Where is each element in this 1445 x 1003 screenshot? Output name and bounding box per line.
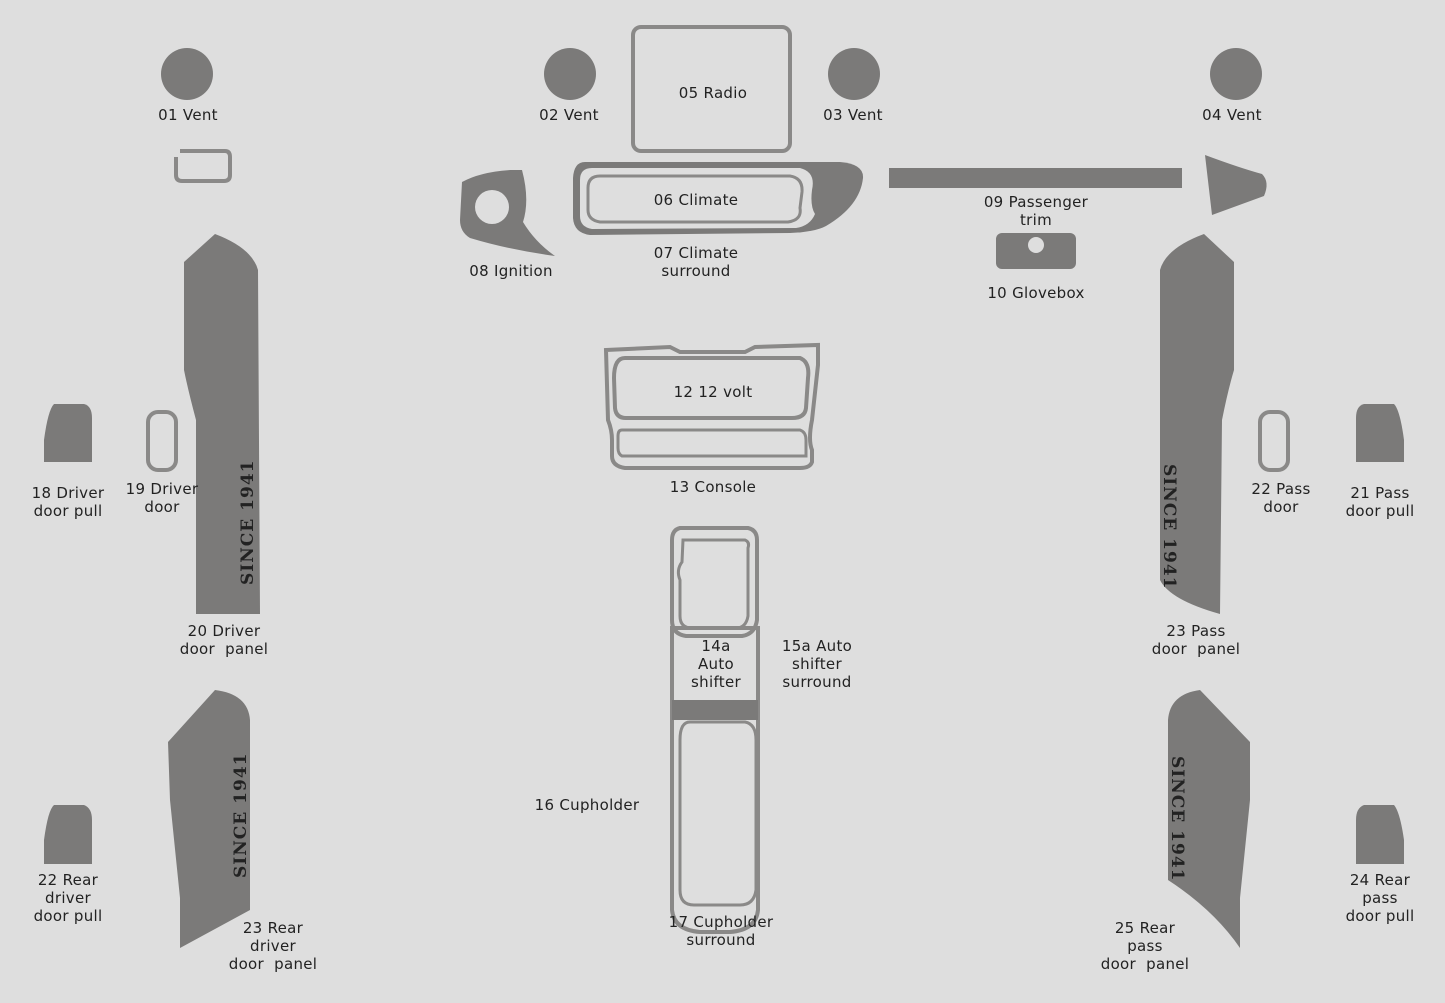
passenger-trim-shape	[889, 168, 1182, 188]
ignition-hole	[475, 190, 509, 224]
auto-shifter-surround-shape	[670, 526, 759, 638]
console-shape	[603, 342, 820, 470]
cupholder-surround-shape	[670, 626, 760, 934]
label-22-rear-driver-door-pull: 22 Rear driver door pull	[33, 871, 103, 925]
label-01-vent: 01 Vent	[158, 106, 218, 124]
driver-door-panel-shape	[184, 234, 260, 614]
climate-panel-shape	[580, 168, 815, 229]
label-04-vent: 04 Vent	[1202, 106, 1262, 124]
cupholder-inner-shape	[678, 720, 758, 907]
vent-trim-shape	[174, 149, 232, 183]
label-23-pass-door-panel: 23 Pass door panel	[1151, 622, 1241, 658]
console-inner-shape	[616, 428, 808, 458]
rear-pass-door-pull-shape	[1356, 805, 1404, 864]
climate-inner-shape	[586, 174, 804, 224]
auto-shifter-shape	[676, 538, 751, 630]
label-16-cupholder: 16 Cupholder	[534, 796, 640, 814]
rear-driver-panel-text: SINCE 1941	[231, 753, 251, 879]
pass-panel-text: SINCE 1941	[1159, 464, 1179, 590]
cupholder-shape	[672, 700, 758, 720]
label-07-climate-surround: 07 Climate surround	[653, 244, 739, 280]
driver-door-shape	[146, 410, 178, 472]
label-20-driver-door-panel: 20 Driver door panel	[179, 622, 269, 658]
vent-01-shape	[161, 48, 213, 100]
label-22-pass-door: 22 Pass door	[1251, 480, 1311, 516]
label-13-console: 13 Console	[669, 478, 757, 496]
vent-04-shape	[1210, 48, 1262, 100]
driver-door-pull-shape	[44, 404, 92, 462]
label-03-vent: 03 Vent	[823, 106, 883, 124]
label-23-rear-driver-door-panel: 23 Rear driver door panel	[228, 919, 318, 973]
driver-panel-text: SINCE 1941	[238, 460, 258, 586]
label-06-climate: 06 Climate	[653, 191, 739, 209]
label-15a-auto-shifter-surround: 15a Auto shifter surround	[781, 637, 853, 691]
label-21-pass-door-pull: 21 Pass door pull	[1345, 484, 1415, 520]
label-17-cupholder-surround: 17 Cupholder surround	[668, 913, 774, 949]
label-25-rear-pass-door-panel: 25 Rear pass door panel	[1100, 919, 1190, 973]
label-08-ignition: 08 Ignition	[469, 262, 553, 280]
radio-shape	[631, 25, 792, 153]
label-10-glovebox: 10 Glovebox	[987, 284, 1085, 302]
vent-03-shape	[828, 48, 880, 100]
rear-driver-door-pull-shape	[44, 805, 92, 864]
label-19-driver-door: 19 Driver door	[125, 480, 199, 516]
rear-pass-door-panel-shape	[1168, 690, 1250, 948]
label-14a-auto-shifter: 14a Auto shifter	[691, 637, 741, 691]
label-02-vent: 02 Vent	[539, 106, 599, 124]
glovebox-hole	[1028, 237, 1044, 253]
passenger-trim-end-shape	[1205, 155, 1267, 215]
vent-02-shape	[544, 48, 596, 100]
label-18-driver-door-pull: 18 Driver door pull	[31, 484, 105, 520]
label-05-radio: 05 Radio	[678, 84, 748, 102]
pass-door-panel-shape	[1160, 234, 1234, 614]
rear-driver-door-panel-shape	[168, 690, 250, 948]
label-09-passenger-trim: 09 Passenger trim	[983, 193, 1089, 229]
twelve-volt-shape	[611, 356, 811, 420]
label-24-rear-pass-door-pull: 24 Rear pass door pull	[1345, 871, 1415, 925]
pass-door-shape	[1258, 410, 1290, 472]
pass-door-pull-shape	[1356, 404, 1404, 462]
rear-pass-panel-text: SINCE 1941	[1167, 756, 1187, 882]
label-12-12-volt: 12 12 volt	[673, 383, 753, 401]
